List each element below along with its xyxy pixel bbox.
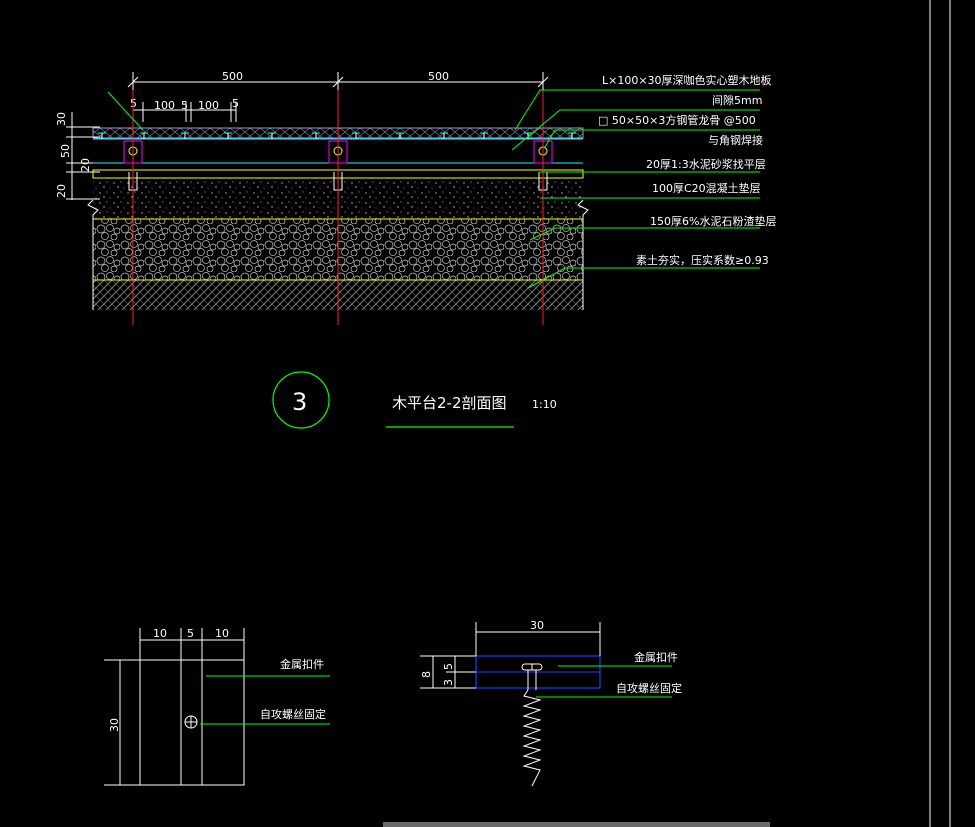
- dim-top-1: 500: [222, 70, 243, 83]
- detail-right-label-screw: 自攻螺丝固定: [616, 681, 682, 695]
- layer-label-gap: 间隙5mm: [712, 93, 762, 107]
- dim-sub-100a: 100: [154, 99, 175, 112]
- callout-circle: [272, 371, 330, 429]
- layer-label-board: L×100×30厚深咖色实心塑木地板: [602, 73, 772, 87]
- dim-left-20a: 20: [79, 158, 92, 172]
- section-drawing: 500 500 5 100 5 100 5 30 50 20 20: [55, 70, 776, 325]
- layer-label-soil: 素土夯实，压实系数≥0.93: [636, 253, 769, 267]
- detail-left-dim-30: 30: [108, 718, 121, 732]
- dim-sub-5c: 5: [232, 97, 239, 110]
- detail-left-plate: [139, 659, 245, 786]
- callout-number: 3: [292, 388, 307, 416]
- layer-label-keel: □ 50×50×3方钢管龙骨 @500: [598, 113, 756, 127]
- leader-lines: [107, 89, 760, 289]
- callout-title: 木平台2-2剖面图: [392, 394, 507, 412]
- layer-label-mortar: 20厚1:3水泥砂浆找平层: [646, 157, 766, 171]
- detail-right-dim-8: 8: [420, 671, 433, 678]
- break-line-left: [87, 199, 99, 310]
- layer-label-weld: 与角钢焊接: [708, 133, 763, 147]
- callout-scale: 1:10: [532, 398, 557, 411]
- dim-left-50: 50: [59, 144, 72, 158]
- dim-sub-5b: 5: [181, 99, 188, 112]
- detail-left-dim-10b: 10: [215, 627, 229, 640]
- screw-shank: [522, 670, 542, 787]
- layer-label-gravel: 150厚6%水泥石粉渣垫层: [650, 214, 776, 228]
- detail-right-dim-30: 30: [530, 619, 544, 632]
- section-callout: 3 木平台2-2剖面图 1:10: [272, 371, 557, 429]
- detail-right: 30 8 3 5 金属扣件 自攻螺丝固定: [420, 619, 682, 787]
- dim-top-2: 500: [428, 70, 449, 83]
- dim-left-20b: 20: [55, 184, 68, 198]
- detail-left-label-clip: 金属扣件: [280, 657, 324, 671]
- detail-left: 10 5 10 30 金属扣件 自攻螺丝固定: [104, 627, 330, 786]
- dim-left-30: 30: [55, 112, 68, 126]
- detail-left-label-screw: 自攻螺丝固定: [260, 707, 326, 721]
- detail-left-dim-5: 5: [187, 627, 194, 640]
- dim-sub-100b: 100: [198, 99, 219, 112]
- layer-label-concrete: 100厚C20混凝土垫层: [652, 181, 761, 195]
- detail-left-dim-10a: 10: [153, 627, 167, 640]
- break-line-right: [577, 199, 589, 310]
- detail-right-label-clip: 金属扣件: [634, 650, 678, 664]
- detail-right-dim-3: 3: [442, 679, 455, 686]
- horizontal-scrollbar[interactable]: [383, 822, 770, 827]
- board-clips: [98, 132, 576, 139]
- detail-right-dim-5: 5: [442, 663, 455, 670]
